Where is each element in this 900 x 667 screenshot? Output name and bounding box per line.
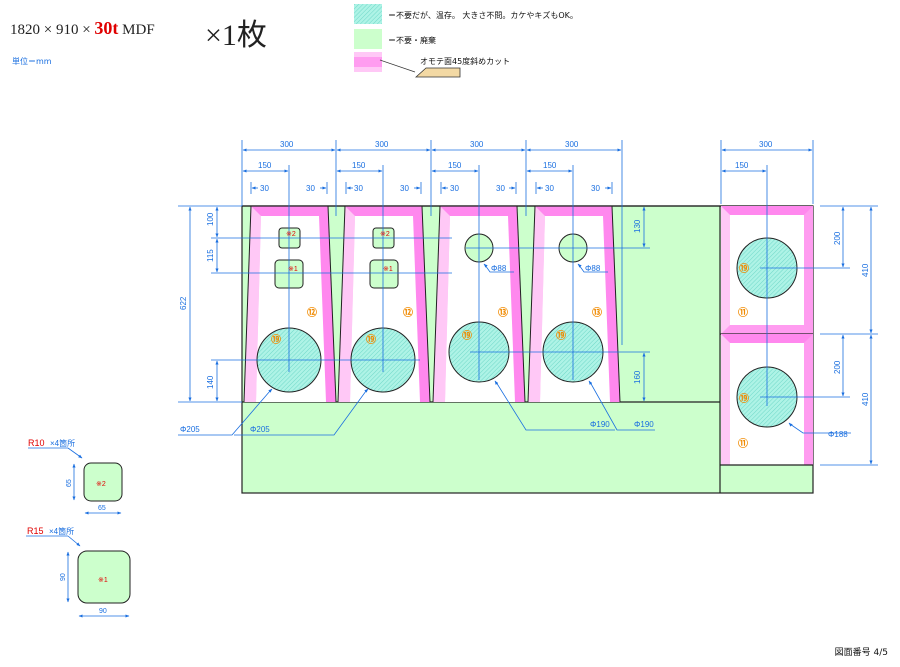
legend-swatch-keep [354,4,382,24]
part-19: ⑲ [739,262,749,275]
label-d190-2: Φ190 [634,420,654,429]
dim-30: 30 [306,184,315,193]
r15-count: ×4箇所 [49,526,74,536]
legend-keep-text: ＝不要だが、温存。 大きさ不問。カケやキズもOK。 [388,11,578,20]
detail-dim-65-h: 65 [98,505,106,512]
part-11-1: ⑪ [738,306,748,319]
mark-m2: ※2 [286,231,296,238]
dim-300-2: 300 [375,140,389,149]
detail-dim-90-h: 90 [99,608,107,615]
dim-30: 30 [545,184,554,193]
detail-mark-m2: ※2 [96,481,106,488]
legend-swatch-discard [354,29,382,49]
detail-r10: R10 ×4箇所 ※2 65 65 [28,438,123,515]
dim-622: 622 [179,296,188,310]
legend-bevel-text: オモテ面45度斜めカット [420,57,511,66]
r10-count: ×4箇所 [50,438,75,448]
dim-30: 30 [496,184,505,193]
part-19: ⑲ [556,329,566,342]
dim-300-1: 300 [280,140,294,149]
dim-30: 30 [260,184,269,193]
dim-150-5: 150 [735,161,749,170]
legend [354,4,461,78]
dim-140: 140 [206,375,215,389]
part-19: ⑲ [366,333,376,346]
mdf-board [241,205,814,494]
dim-150-4: 150 [543,161,557,170]
dim-30: 30 [400,184,409,193]
part-13-2: ⑬ [592,306,602,319]
drawing-number: 図面番号 4/5 [834,648,888,658]
part-12-1: ⑫ [307,306,317,319]
bevel-profile-icon [414,67,461,78]
mark-m2: ※2 [380,231,390,238]
dim-30: 30 [450,184,459,193]
dim-100: 100 [206,212,215,226]
cutout-m1-2 [369,259,399,289]
part-12-2: ⑫ [403,306,413,319]
dim-200-1: 200 [833,231,842,245]
dim-150-1: 150 [258,161,272,170]
dim-30: 30 [354,184,363,193]
dim-150-2: 150 [352,161,366,170]
dim-300-3: 300 [470,140,484,149]
label-d88-1: Φ88 [491,264,507,273]
detail-r15: R15 ×4箇所 ※1 90 90 [26,526,131,618]
part-11-2: ⑪ [738,437,748,450]
dim-410-2: 410 [861,392,870,406]
dim-300-5: 300 [759,140,773,149]
r10-label: R10 [28,438,45,448]
label-d88-2: Φ88 [585,264,601,273]
legend-discard-text: ＝不要・廃棄 [388,36,436,45]
r15-label: R15 [27,526,44,536]
label-d190-1: Φ190 [590,420,610,429]
mark-m1: ※1 [288,266,298,273]
dim-115: 115 [206,249,215,262]
detail-mark-m1: ※1 [98,577,108,584]
dim-130: 130 [633,219,642,233]
part-13-1: ⑬ [498,306,508,319]
board-material: MDF [122,22,155,38]
part-19: ⑲ [739,392,749,405]
part-19: ⑲ [462,329,472,342]
label-d205-1: Φ205 [180,425,200,434]
material-title: 1820 × 910 × 30t MDF ×1枚 [10,18,267,52]
legend-swatch-bevel [354,52,382,72]
board-quantity: ×1枚 [205,19,267,52]
dim-30: 30 [591,184,600,193]
mark-m1: ※1 [383,266,393,273]
detail-dim-90-v: 90 [60,573,67,581]
dim-300-4: 300 [565,140,579,149]
dim-150-3: 150 [448,161,462,170]
detail-dim-65-v: 65 [66,479,73,487]
part-19: ⑲ [271,333,281,346]
board-thickness: 30t [94,18,119,38]
dim-410-1: 410 [861,263,870,277]
board-dimensions: 1820 × 910 × [10,22,91,38]
dim-160: 160 [633,370,642,384]
unit-note: 単位＝mm [12,57,52,66]
dim-200-2: 200 [833,360,842,374]
label-d205-2: Φ205 [250,425,270,434]
label-d188: Φ188 [828,430,848,439]
